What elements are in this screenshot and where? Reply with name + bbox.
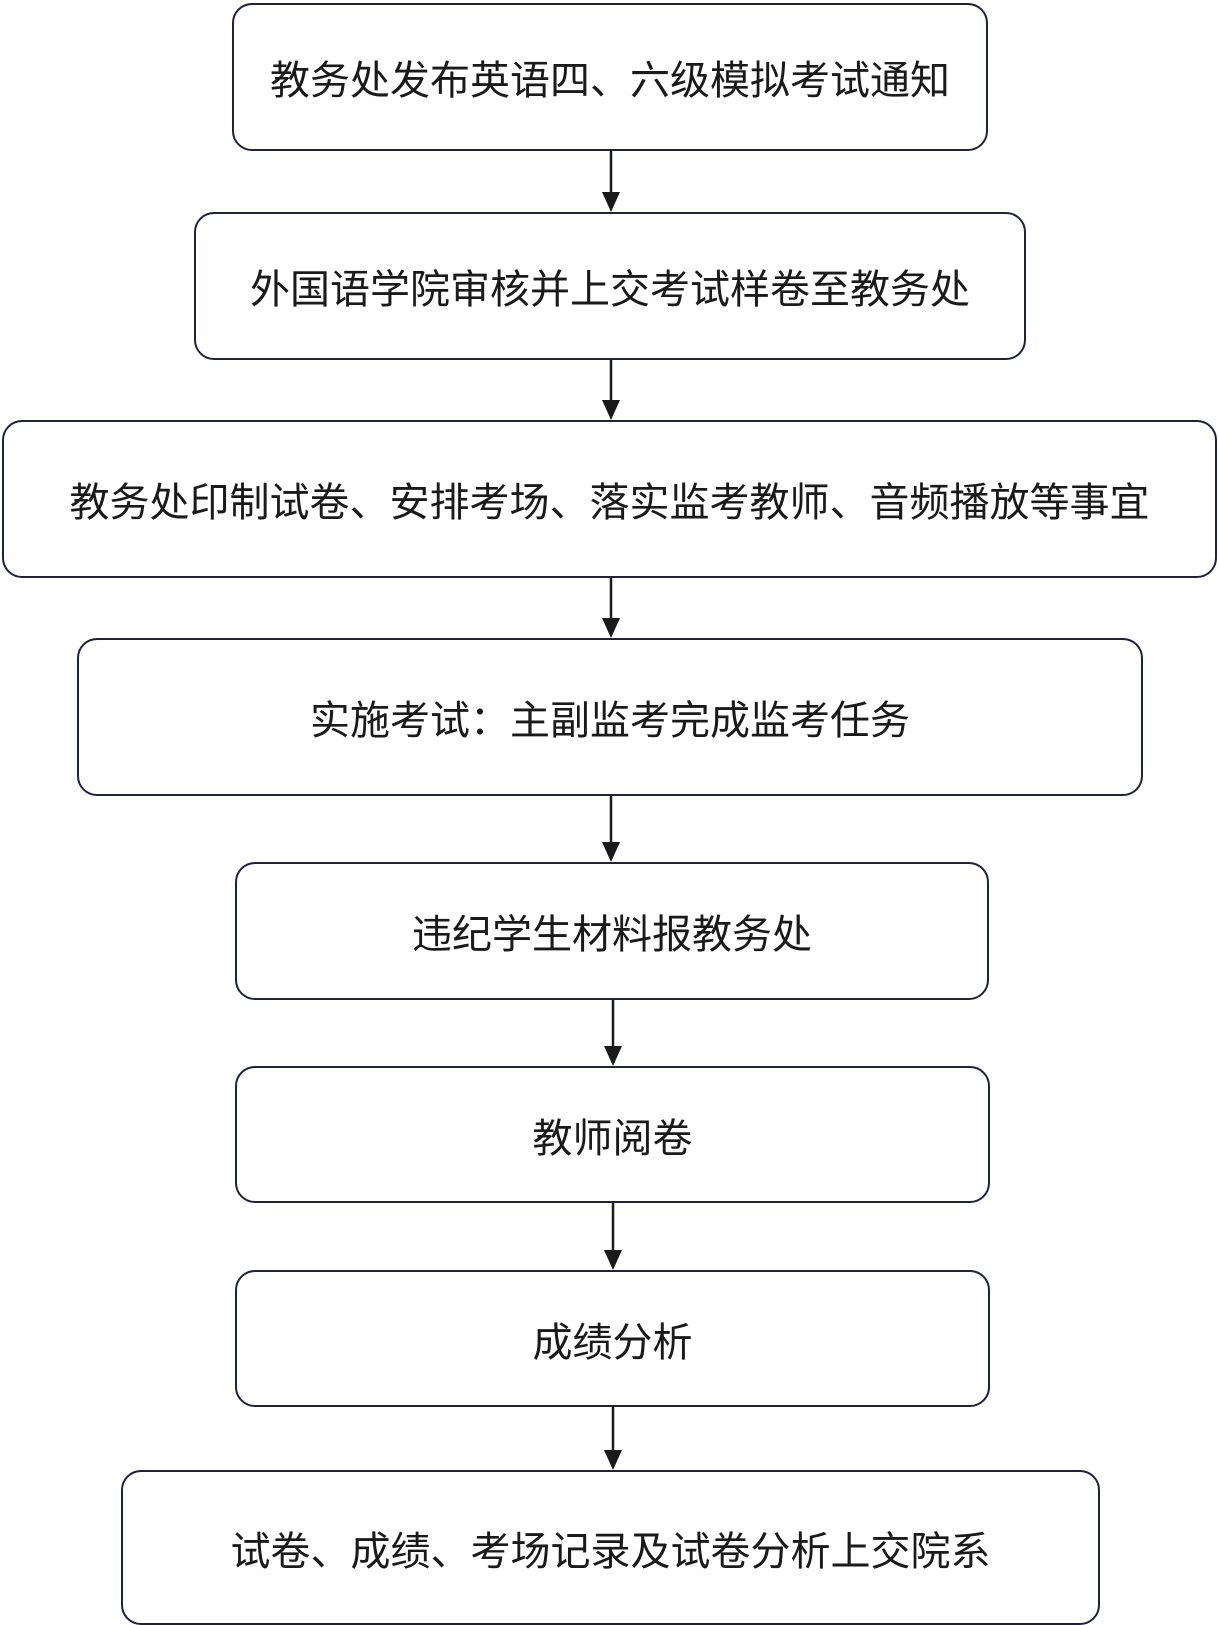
connector-arrow-4-to-5	[602, 796, 620, 862]
flow-step-label: 试卷、成绩、考场记录及试卷分析上交院系	[230, 1528, 991, 1575]
connector-arrow-5-to-6	[604, 1000, 622, 1066]
connector-arrow-6-to-7	[604, 1203, 622, 1270]
connector-arrow-3-to-4	[602, 578, 620, 638]
flow-step-label: 成绩分析	[532, 1319, 693, 1366]
flow-step-score-analysis: 成绩分析	[235, 1270, 990, 1407]
flow-step-review-sample-paper: 外国语学院审核并上交考试样卷至教务处	[194, 212, 1026, 360]
flow-step-submit-to-department: 试卷、成绩、考场记录及试卷分析上交院系	[121, 1470, 1100, 1625]
connector-arrow-7-to-8	[604, 1407, 622, 1470]
flow-step-label: 教师阅卷	[532, 1115, 693, 1162]
connector-arrow-2-to-3	[602, 360, 620, 420]
flow-step-label: 外国语学院审核并上交考试样卷至教务处	[250, 267, 970, 313]
flow-step-label: 实施考试：主副监考完成监考任务	[310, 698, 910, 744]
connector-arrow-1-to-2	[602, 151, 620, 212]
flow-step-label: 教务处印制试卷、安排考场、落实监考教师、音频播放等事宜	[69, 480, 1150, 526]
flow-step-print-and-arrange: 教务处印制试卷、安排考场、落实监考教师、音频播放等事宜	[2, 420, 1217, 578]
flow-step-grade-papers: 教师阅卷	[235, 1066, 990, 1203]
flow-step-report-violations: 违纪学生材料报教务处	[235, 862, 989, 1000]
flow-step-conduct-exam: 实施考试：主副监考完成监考任务	[77, 638, 1143, 796]
flow-step-publish-notice: 教务处发布英语四、六级模拟考试通知	[232, 3, 988, 151]
flow-step-label: 教务处发布英语四、六级模拟考试通知	[270, 58, 950, 104]
flow-step-label: 违纪学生材料报教务处	[412, 912, 812, 958]
